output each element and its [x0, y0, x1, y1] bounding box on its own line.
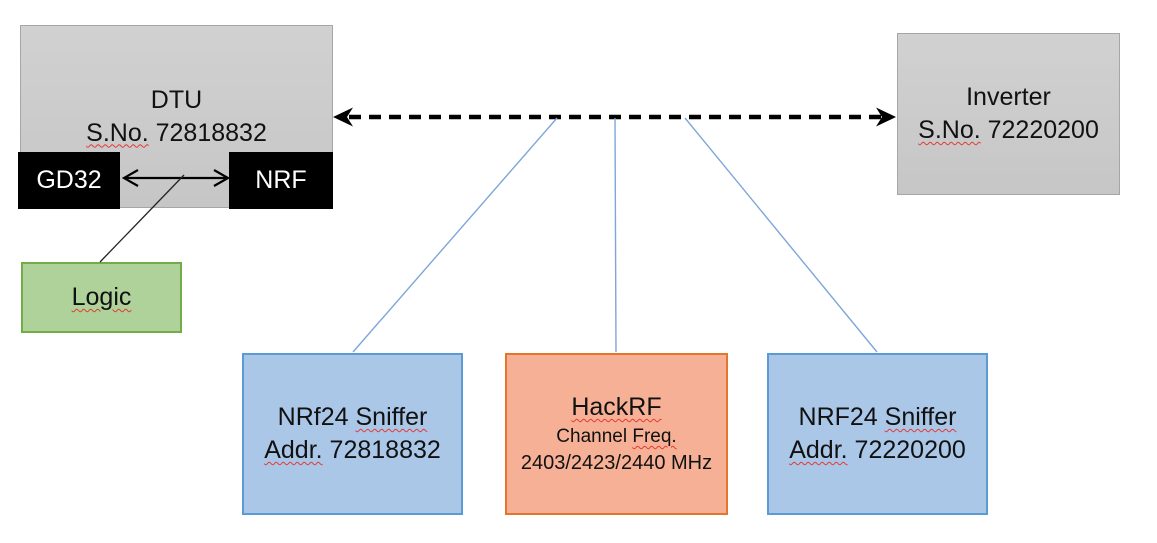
hackrf-channel-line: Channel Freq. [556, 424, 676, 450]
logic-label: Logic [71, 283, 132, 311]
sniffer-dtu-device-word2: Sniffer [355, 403, 428, 431]
inverter-serial-label: S.No. [918, 116, 981, 144]
inverter-box: Inverter S.No. 72220200 [897, 33, 1120, 195]
logic-box: Logic [21, 262, 182, 333]
nrf-box: NRF [229, 152, 333, 209]
sniffer-inverter-addr-label: Addr. [789, 436, 848, 464]
dtu-serial-number: 72818832 [155, 118, 267, 147]
sniffer-dtu-addr-label: Addr. [264, 436, 323, 464]
hackrf-tap-line [614, 117, 617, 353]
hackrf-channel-word: Channel [556, 426, 628, 447]
hackrf-frequencies: 2403/2423/2440 MHz [520, 452, 713, 474]
inverter-serial-line: S.No. 72220200 [918, 114, 1099, 147]
hackrf-box: HackRF Channel Freq. 2403/2423/2440 MHz [505, 353, 728, 515]
sniffer-dtu-title: NRf24 Sniffer [278, 401, 428, 434]
inverter-serial-number: 72220200 [987, 116, 1099, 144]
nrf-label: NRF [255, 166, 307, 194]
sniffer-inverter-device: NRF24 [798, 403, 878, 431]
hackrf-title: HackRF [571, 393, 662, 421]
dtu-title: DTU [150, 85, 203, 114]
dashed-link-arrowhead-right [876, 107, 896, 127]
sniffer-dtu-addr-line: Addr. 72818832 [264, 434, 441, 467]
sniffer-inverter-device-word2: Sniffer [884, 403, 957, 431]
sniffer-inverter-tap-line [684, 117, 878, 353]
gd32-box: GD32 [18, 152, 120, 209]
sniffer-inverter-title: NRF24 Sniffer [799, 401, 957, 434]
sniffer-dtu-tap-line [352, 117, 558, 353]
dtu-serial-label: S.No. [86, 118, 149, 147]
dashed-link-arrowhead-left [333, 107, 353, 127]
sniffer-dtu-addr-value: 72818832 [329, 436, 441, 464]
gd32-label: GD32 [36, 166, 102, 194]
hackrf-freq-word: Freq. [632, 426, 677, 447]
dtu-serial-line: S.No. 72818832 [86, 117, 267, 150]
sniffer-inverter-addr-line: Addr. 72220200 [789, 434, 966, 467]
sniffer-dtu-box: NRf24 Sniffer Addr. 72818832 [242, 353, 463, 515]
sniffer-inverter-addr-value: 72220200 [854, 436, 966, 464]
inverter-title: Inverter [966, 83, 1051, 111]
sniffer-dtu-device: NRf24 [277, 403, 349, 431]
sniffer-inverter-box: NRF24 Sniffer Addr. 72220200 [767, 353, 988, 515]
